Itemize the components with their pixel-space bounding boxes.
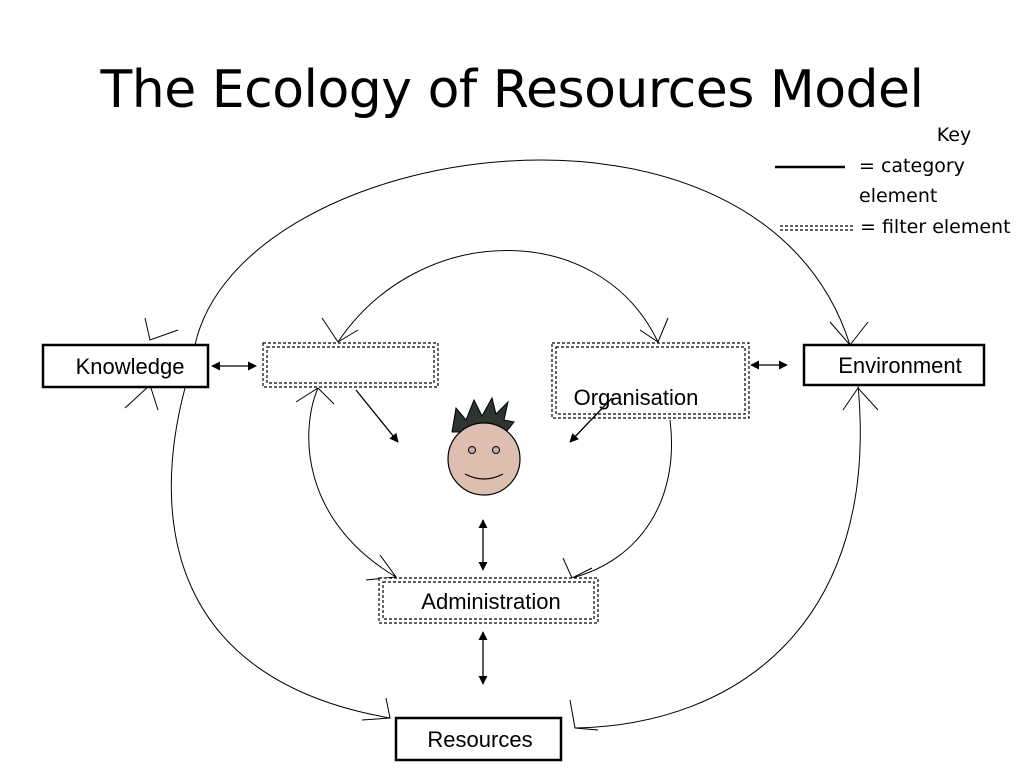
resources-label: Resources <box>427 727 532 752</box>
page-title: The Ecology of Resources Model <box>100 60 924 120</box>
face <box>447 422 521 496</box>
arrowhead-knowledge-top <box>144 317 179 341</box>
learner-arrows <box>355 389 613 443</box>
key-filter-text: = filter element <box>860 216 1011 238</box>
arrowhead-resources-left <box>361 697 391 721</box>
arrowhead-inner-top-right <box>639 317 669 343</box>
arc-knowledge-to-environment <box>194 159 851 346</box>
learner-face-icon <box>447 396 521 496</box>
arc-resources-to-knowledge <box>170 387 391 719</box>
organisation-filter-box <box>551 342 750 419</box>
organisation-label: Organisation <box>574 385 699 410</box>
arrowhead-inner-right <box>562 557 593 579</box>
arrowhead-inner-top-left <box>321 317 359 343</box>
arrowhead-resources-right <box>569 699 599 731</box>
left-eye <box>468 446 476 454</box>
administration-filter-box <box>378 577 599 624</box>
key-category-text-2: element <box>859 185 937 207</box>
resources-box <box>394 716 563 762</box>
environment-label: Environment <box>838 353 962 378</box>
connectors <box>211 360 788 685</box>
arrowhead-inner-bottom-left <box>295 387 335 405</box>
arc-environment-to-resources <box>574 384 861 729</box>
smile <box>464 473 504 480</box>
administration-label: Administration <box>421 589 560 614</box>
arc-organisation-to-administration <box>571 419 672 579</box>
environment-box <box>802 343 986 387</box>
knowledge-filter-box <box>262 342 439 388</box>
outer-cycle <box>124 159 879 731</box>
key-heading: Key <box>937 124 971 146</box>
key-category-text-1: = category <box>859 155 965 177</box>
knowledge-box <box>41 343 210 389</box>
hair <box>451 396 515 433</box>
arrowhead-inner-left <box>365 554 397 581</box>
arrow-knowledgefilter-to-learner <box>355 389 399 443</box>
key-legend: Key = category element = filter element <box>775 124 1011 238</box>
right-eye <box>492 446 500 454</box>
knowledge-label: Knowledge <box>76 354 185 379</box>
arc-administration-to-knowledgefilter <box>308 387 397 578</box>
key-filter-line <box>780 225 855 231</box>
arrowhead-knowledge-bottom <box>124 384 159 411</box>
arrow-organisation-to-learner <box>569 397 613 443</box>
arrowhead-environment-bottom <box>842 387 879 411</box>
arc-knowledgefilter-to-organisation <box>337 250 659 343</box>
